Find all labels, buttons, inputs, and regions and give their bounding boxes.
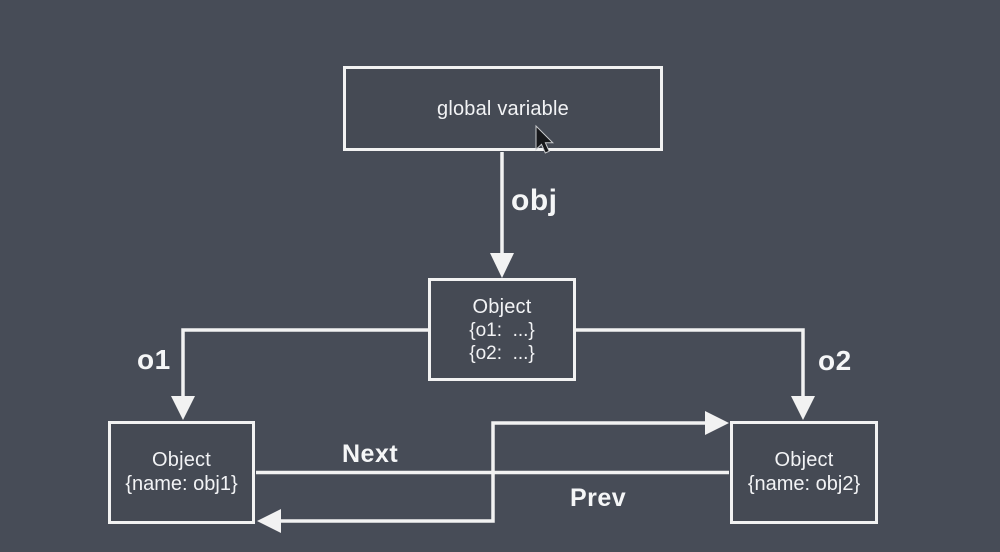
object-obj2-box: Object {name: obj2}: [730, 421, 878, 524]
object-obj1-box: Object {name: obj1}: [108, 421, 255, 524]
object-root-prop-o1: {o1: ...}: [469, 319, 535, 341]
object-root-title: Object: [472, 295, 532, 318]
global-variable-label: global variable: [437, 97, 569, 120]
edge-label-obj: obj: [511, 184, 558, 217]
edge-label-prev: Prev: [570, 484, 627, 512]
object-obj1-prop-name: {name: obj1}: [125, 473, 238, 495]
edge-label-next: Next: [342, 440, 399, 468]
edge-label-o2: o2: [818, 345, 852, 376]
object-root-box: Object {o1: ...} {o2: ...}: [428, 278, 576, 381]
global-variable-box: global variable: [343, 66, 663, 151]
object-obj2-title: Object: [774, 449, 834, 471]
object-root-prop-o2: {o2: ...}: [469, 342, 535, 364]
object-obj1-title: Object: [151, 449, 211, 471]
prev-arrow: [257, 470, 729, 533]
object-obj2-prop-name: {name: obj2}: [747, 473, 861, 495]
o2-arrow: [576, 328, 815, 420]
o1-arrow: [171, 328, 428, 420]
next-arrow: [256, 411, 729, 475]
edge-label-o1: o1: [137, 344, 171, 375]
